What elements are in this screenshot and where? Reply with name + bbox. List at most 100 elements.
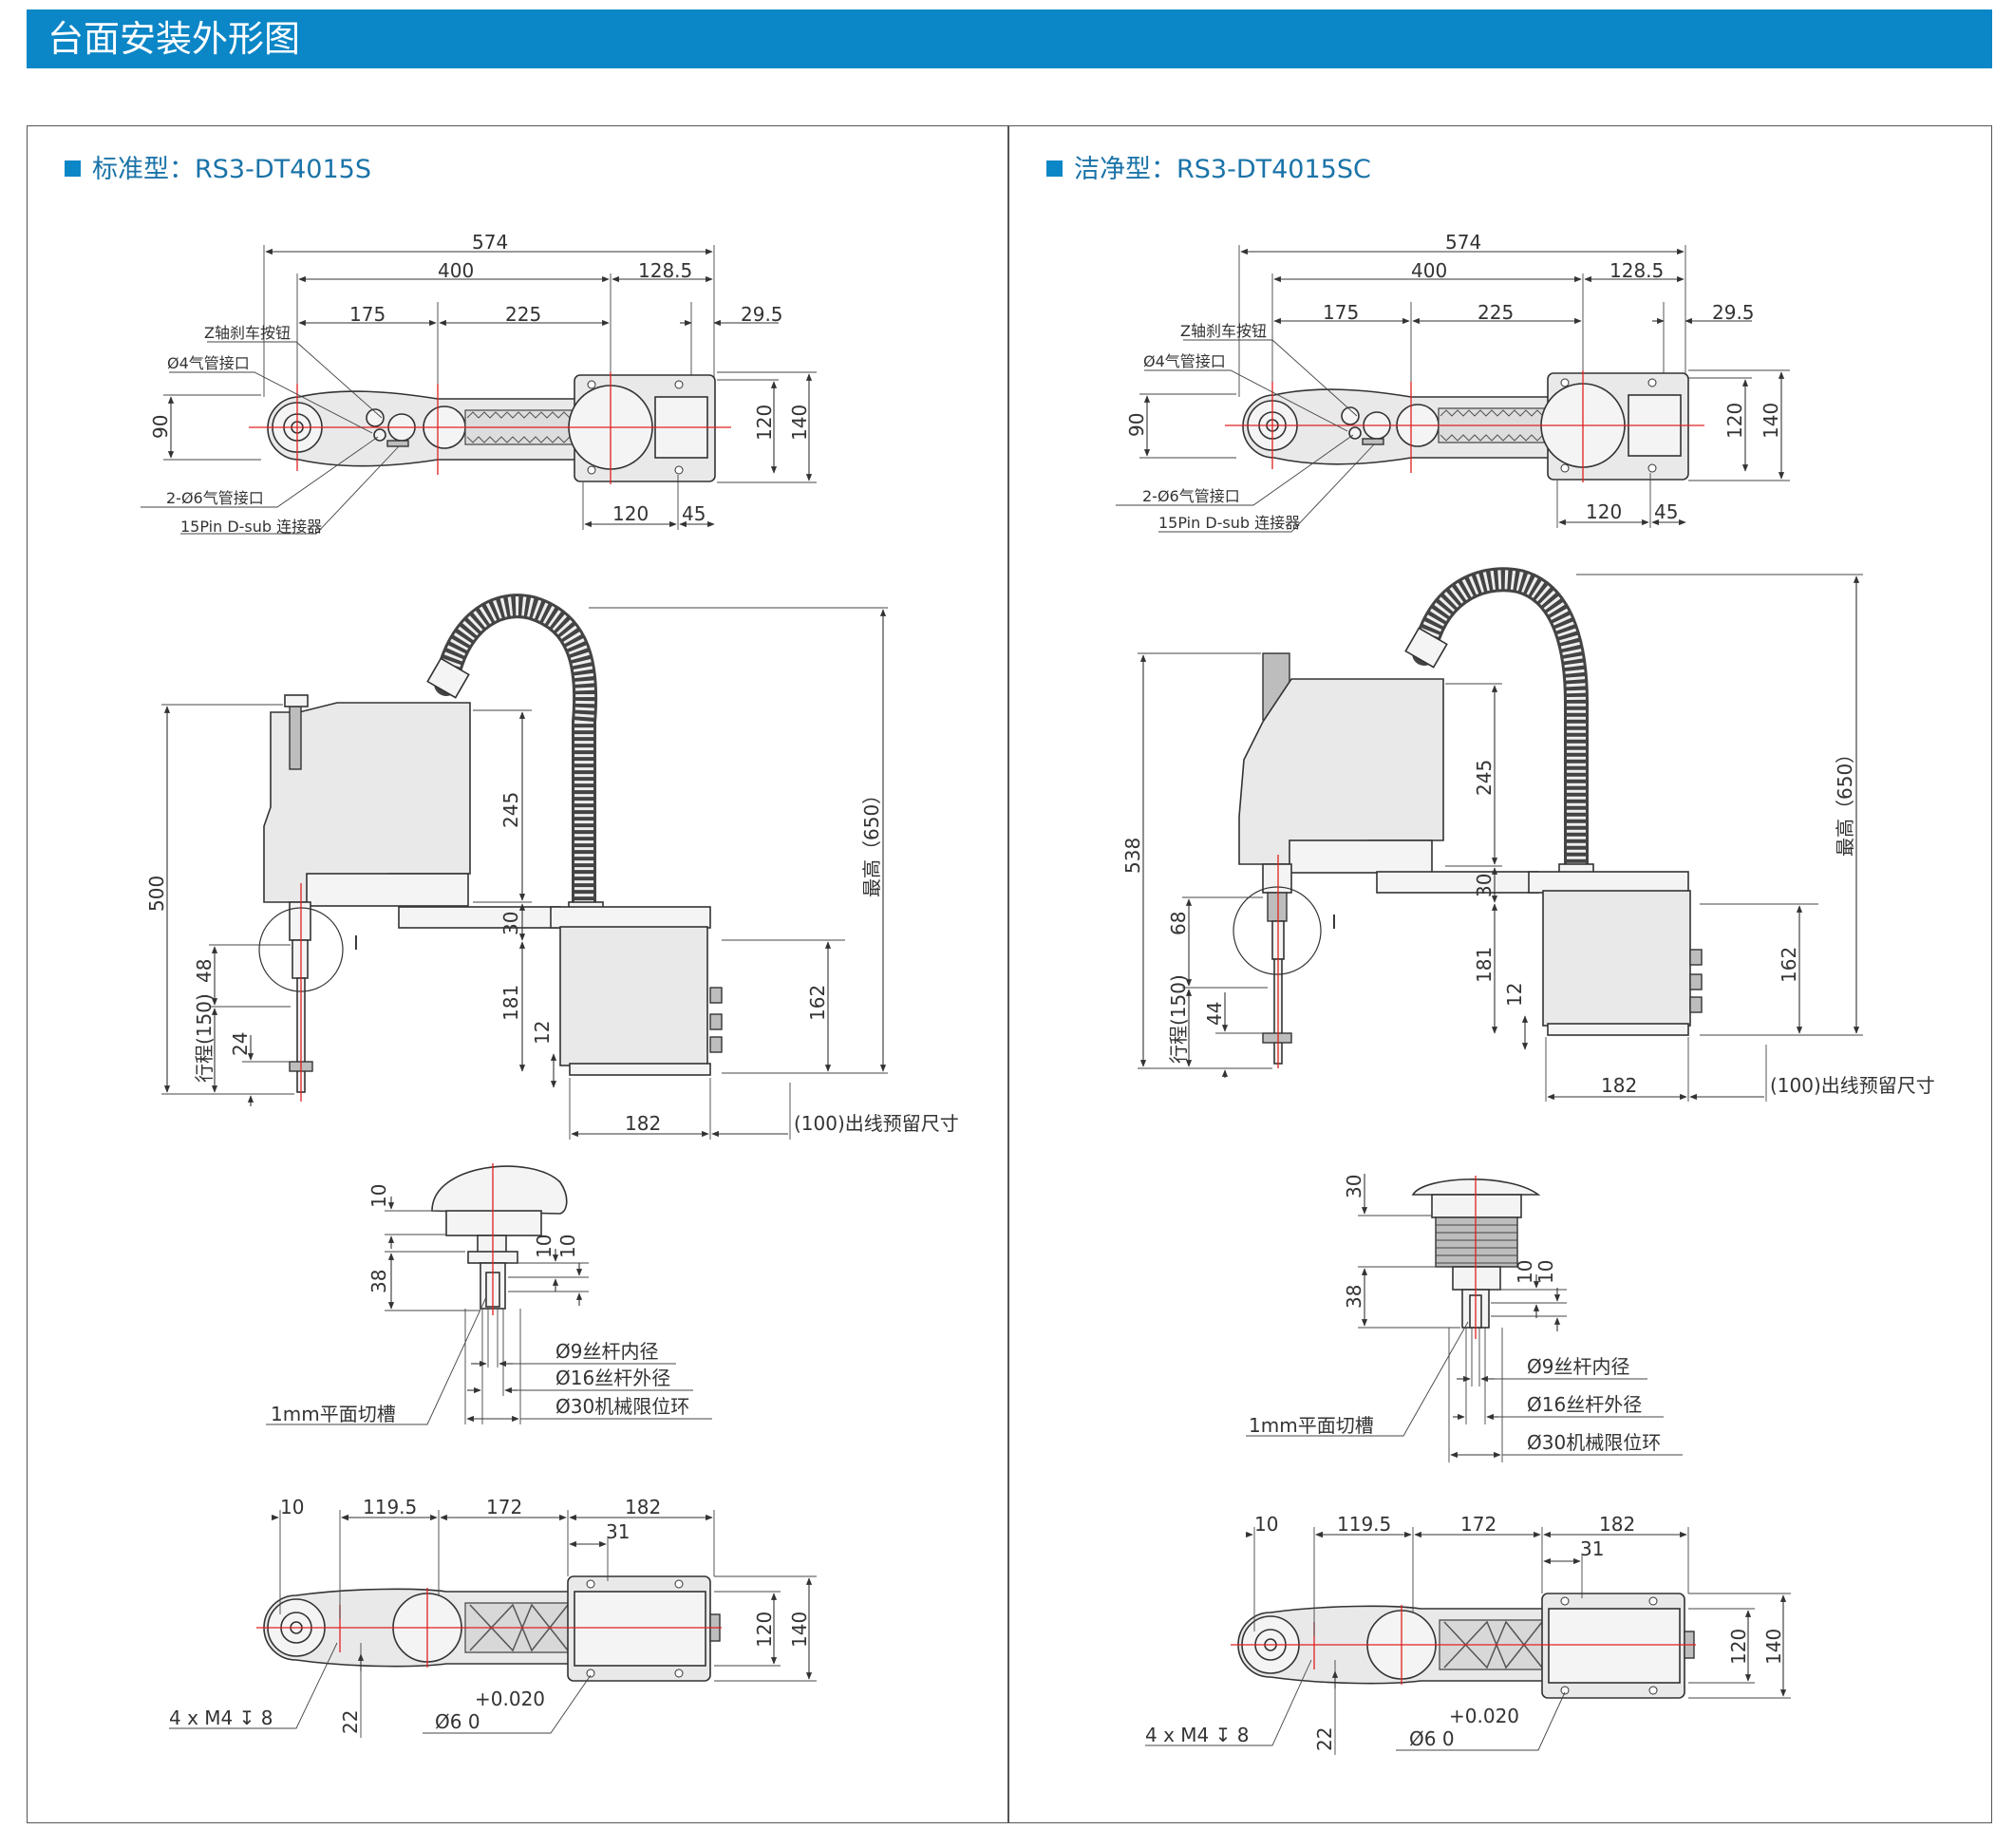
bottom-dim-10: 10 [1254,1513,1278,1536]
bottom-dim-119-5: 119.5 [363,1496,417,1518]
dim-cable-reserve: (100)出线预留尺寸 [794,1112,959,1135]
dim-128-5: 128.5 [638,259,692,282]
callout-z-brake: Z轴刹车按钮 [204,324,291,342]
dim-45: 45 [682,502,706,525]
bottom-view-standard: 10 119.5 172 182 31 120 140 4 x M4 ↧ 8 2… [169,1496,817,1738]
dim-90: 90 [149,415,172,439]
bottom-dim-172: 172 [486,1496,522,1518]
dim-120-horizontal: 120 [612,502,649,525]
bottom-dim-10: 10 [280,1496,304,1518]
callout-z-brake: Z轴刹车按钮 [1180,322,1267,340]
dim-48: 48 [193,959,216,983]
detail-mark-I: I [1331,911,1337,933]
callout-air-6: 2-Ø6气管接口 [1142,487,1240,505]
bottom-dim-172: 172 [1460,1513,1496,1536]
callout-air-4: Ø4气管接口 [1143,352,1226,370]
bottom-dim-120: 120 [753,1612,776,1648]
dim-30: 30 [1473,874,1496,897]
callout-bore-16: Ø16丝杆外径 [555,1367,670,1389]
dim-181: 181 [499,985,522,1021]
dim-max-height: 最高（650） [1834,745,1856,857]
tolerance-upper: +0.020 [1449,1705,1519,1727]
dim-400: 400 [1411,259,1447,282]
dim-182: 182 [1601,1074,1637,1097]
side-view-clean: I 538 245 30 181 12 162 最高（650） 68 行程(15… [1121,567,1935,1102]
bottom-dim-120: 120 [1727,1629,1750,1665]
detail-dim-10-b: 10 [533,1235,555,1258]
dim-245: 245 [1473,760,1496,796]
dim-500: 500 [145,876,168,912]
dim-120-vertical: 120 [753,405,776,441]
callout-slot: 1mm平面切槽 [271,1403,396,1425]
dim-162: 162 [1778,947,1800,983]
dim-12: 12 [531,1021,554,1045]
top-view-standard: 574 400 128.5 175 225 29.5 90 120 140 [141,231,817,536]
section-header: 台面安装外形图 [27,9,1992,68]
callout-slot: 1mm平面切槽 [1249,1414,1374,1437]
tolerance-main: Ø6 0 [435,1710,480,1733]
callout-air-6: 2-Ø6气管接口 [166,489,264,507]
dim-574: 574 [472,231,508,254]
dim-140-vertical: 140 [1760,403,1782,439]
detail-dim-10-b: 10 [1514,1260,1536,1284]
detail-dim-38: 38 [367,1270,390,1293]
bullet-square-icon [1046,160,1063,177]
dim-225: 225 [505,303,541,326]
dim-90: 90 [1125,413,1148,437]
top-view-clean: 574 400 128.5 175 225 29.5 90 120 140 [1116,231,1790,533]
panel-title-standard-text: 标准型：RS3-DT4015S [92,155,371,184]
bottom-dim-31: 31 [1580,1537,1604,1560]
dim-175: 175 [1323,301,1359,324]
bottom-dim-119-5: 119.5 [1337,1513,1391,1536]
detail-dim-10-c: 10 [556,1235,579,1258]
dim-29-5: 29.5 [741,303,783,326]
detail-dim-30: 30 [1343,1175,1365,1198]
dim-44: 44 [1203,1002,1226,1026]
bullet-square-icon [65,160,81,177]
bottom-dim-22: 22 [339,1710,362,1734]
callout-air-4: Ø4气管接口 [167,354,250,372]
dim-574: 574 [1445,231,1481,254]
side-view-standard: I 500 245 30 181 12 162 最高（650） 48 行程(15… [145,594,959,1140]
dim-175: 175 [349,303,386,326]
panel-title-clean: 洁净型：RS3-DT4015SC [1046,154,1371,186]
dim-181: 181 [1473,947,1496,983]
callout-m4: 4 x M4 ↧ 8 [169,1707,273,1729]
callout-bore-16: Ø16丝杆外径 [1527,1393,1642,1416]
panel-title-standard: 标准型：RS3-DT4015S [65,154,371,186]
callout-ring-30: Ø30机械限位环 [1527,1431,1661,1454]
bottom-dim-182: 182 [1599,1513,1635,1536]
dim-162: 162 [806,985,829,1021]
dim-cable-reserve: (100)出线预留尺寸 [1770,1074,1935,1097]
callout-bore-9: Ø9丝杆内径 [1527,1355,1629,1378]
dim-45: 45 [1654,500,1678,523]
dim-400: 400 [438,259,474,282]
dim-128-5: 128.5 [1609,259,1664,282]
panel-divider [1007,125,1009,1823]
dim-182: 182 [625,1112,661,1135]
dim-140-vertical: 140 [788,405,811,441]
drawing-frame [27,125,1992,1823]
dim-538: 538 [1121,838,1144,874]
dim-30: 30 [499,912,522,935]
dim-120-vertical: 120 [1723,403,1746,439]
callout-dsub: 15Pin D-sub 连接器 [180,518,322,536]
detail-dim-38: 38 [1343,1285,1365,1309]
dim-245: 245 [499,792,522,828]
tolerance-upper: +0.020 [475,1688,545,1710]
detail-view-clean: 30 38 10 10 Ø9丝杆内径 Ø16丝杆外径 Ø30机械限位环 1mm平… [1246,1174,1683,1462]
callout-dsub: 15Pin D-sub 连接器 [1158,514,1300,532]
page-title: 台面安装外形图 [47,18,301,60]
detail-dim-10-c: 10 [1534,1260,1557,1284]
bottom-dim-140: 140 [1762,1629,1785,1665]
detail-mark-I: I [353,932,359,954]
callout-bore-9: Ø9丝杆内径 [555,1340,658,1363]
callout-m4: 4 x M4 ↧ 8 [1145,1724,1249,1746]
panel-title-clean-text: 洁净型：RS3-DT4015SC [1074,155,1371,184]
callout-ring-30: Ø30机械限位环 [555,1395,689,1418]
bottom-dim-140: 140 [788,1612,811,1648]
dim-225: 225 [1478,301,1514,324]
bottom-dim-182: 182 [625,1496,661,1518]
dim-29-5: 29.5 [1712,301,1755,324]
